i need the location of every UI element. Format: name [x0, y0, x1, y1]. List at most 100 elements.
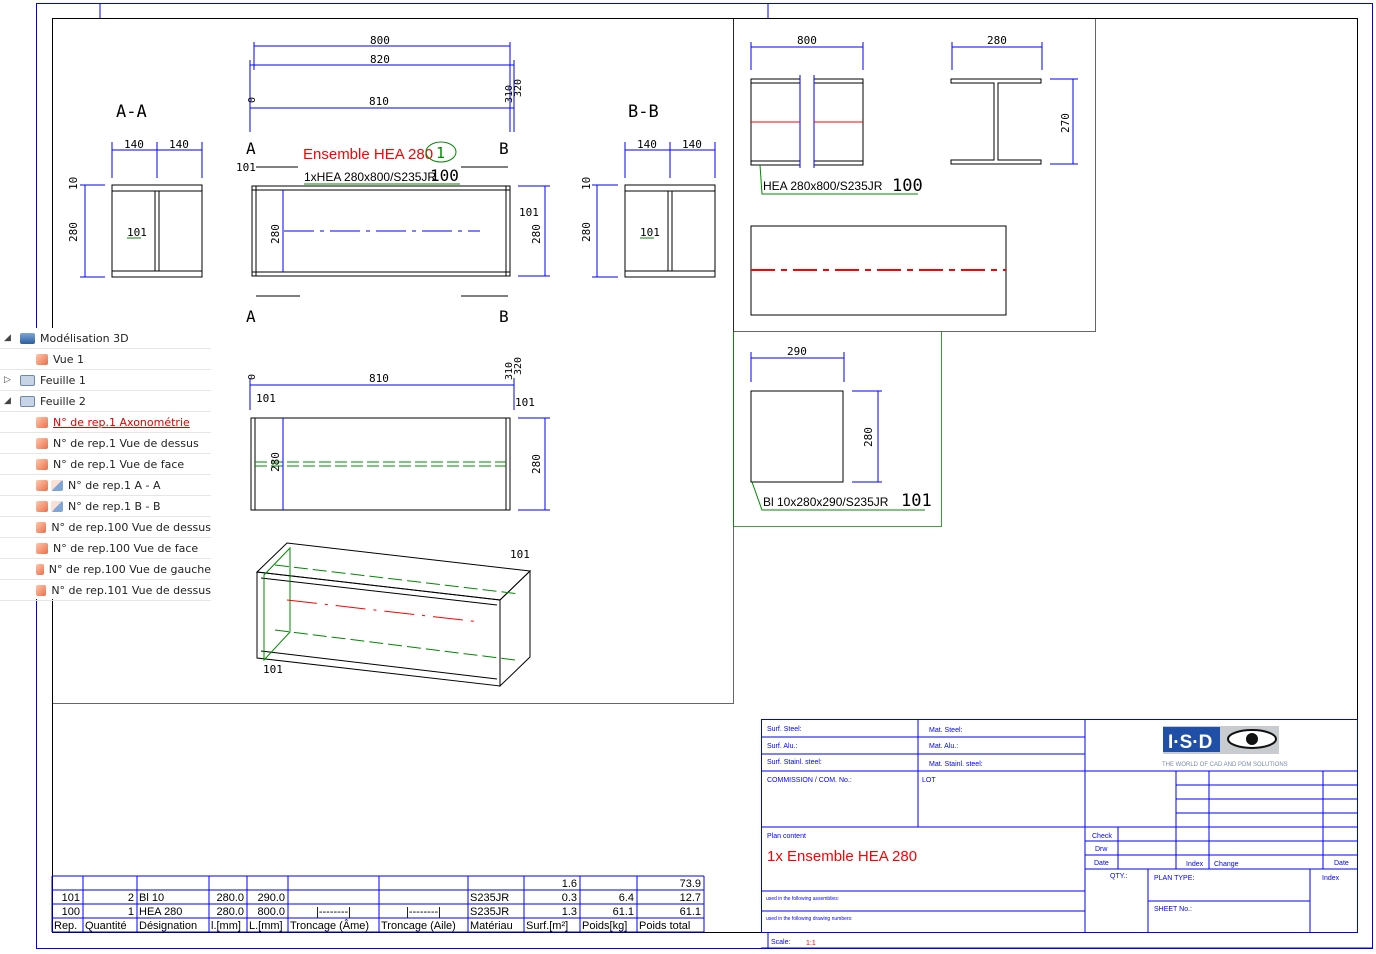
table-cell: 1.6 [562, 878, 577, 890]
tree-item-label: Feuille 2 [40, 394, 86, 408]
field-label: Surf. Stainl. steel: [767, 759, 822, 766]
tree-item-label: Vue 1 [53, 352, 85, 366]
dimension-label: 320 [513, 79, 524, 97]
title-block: Surf. Steel: Mat. Steel: Surf. Alu.: Mat. … [761, 719, 1372, 949]
part-number: 100 [892, 176, 923, 196]
part-number: 101 [127, 226, 147, 239]
table-cell: 73.9 [680, 878, 701, 890]
table-cell: 6.4 [619, 892, 634, 904]
tree-item[interactable]: N° de rep.1 Axonométrie [0, 412, 211, 433]
expand-arrow-icon[interactable]: ▷ [4, 375, 11, 385]
table-header-cell: Surf.[m²] [526, 920, 568, 932]
table-cell: 290.0 [257, 892, 285, 904]
field-label: used in the following drawing numbers: [766, 916, 852, 922]
dimension-label: 280 [580, 222, 593, 242]
field-label: Index [1322, 875, 1340, 882]
part-label: Bl 10x280x290/S235JR [763, 495, 889, 509]
view-icon [36, 479, 48, 491]
tree-item[interactable]: N° de rep.100 Vue de dessus [0, 517, 211, 538]
tree-item[interactable]: N° de rep.101 Vue de dessus [0, 580, 211, 601]
view-area-part-101 [733, 331, 942, 527]
section-label: B-B [628, 102, 659, 122]
dimension-label: 310 [504, 362, 515, 380]
field-label: Mat. Stainl. steel: [929, 761, 983, 768]
section-marker: A [246, 307, 256, 326]
tree-item[interactable]: ◢ Feuille 2 [0, 391, 211, 412]
scale-value: 1:1 [806, 940, 816, 947]
tree-item-label: Modélisation 3D [40, 331, 129, 345]
dimension-label: 800 [797, 34, 817, 47]
table-cell: HEA 280 [139, 906, 182, 918]
dimension-label: 0 [247, 97, 258, 103]
view-icon [36, 521, 47, 533]
dimension-label: 820 [370, 53, 390, 66]
sec-icon [51, 500, 63, 512]
tree-item[interactable]: ◢ Modélisation 3D [0, 328, 211, 349]
tree-item-label: N° de rep.1 A - A [68, 478, 161, 492]
field-label: Check [1092, 833, 1112, 840]
tree-item-label: N° de rep.100 Vue de gauche [48, 562, 211, 576]
tree-item[interactable]: N° de rep.1 Vue de face [0, 454, 211, 475]
view-icon [36, 542, 48, 554]
field-label: QTY.: [1110, 873, 1127, 880]
model-icon [20, 332, 35, 344]
part-label: HEA 280x800/S235JR [763, 179, 883, 193]
tree-item-label: N° de rep.1 Vue de dessus [53, 436, 199, 450]
dimension-label: 140 [124, 138, 144, 151]
table-cell: 0.3 [562, 892, 577, 904]
field-label: Plan content [767, 833, 806, 840]
table-header-cell: Poids total [639, 920, 690, 932]
table-header-cell: Troncage (Âme) [290, 919, 369, 932]
svg-text:THE WORLD OF CAD AND PDM SOLUT: THE WORLD OF CAD AND PDM SOLUTIONS [1162, 762, 1288, 768]
field-label: Scale: [771, 939, 791, 946]
part-number: 101 [256, 392, 276, 405]
dimension-label: 280 [269, 224, 282, 244]
view-icon [36, 500, 48, 512]
dimension-label: 10 [67, 177, 80, 190]
field-label: LOT [922, 777, 936, 784]
assembly-number: 1 [436, 144, 445, 162]
tree-item[interactable]: N° de rep.1 B - B [0, 496, 211, 517]
tree-item[interactable]: N° de rep.1 Vue de dessus [0, 433, 211, 454]
tree-item[interactable]: N° de rep.100 Vue de gauche [0, 559, 211, 580]
part-number: 101 [515, 396, 535, 409]
section-label: A-A [116, 102, 147, 122]
table-header-cell: Poids[kg] [582, 920, 627, 932]
field-label: Surf. Steel: [767, 726, 802, 733]
sheet-icon [20, 395, 35, 407]
part-label: 1xHEA 280x800/S235JR [304, 170, 436, 184]
tree-item[interactable]: Vue 1 [0, 349, 211, 370]
dimension-label: 280 [269, 452, 282, 472]
assembly-title: Ensemble HEA 280 [303, 146, 433, 163]
dimension-label: 800 [370, 34, 390, 47]
view-icon [36, 584, 47, 596]
tree-item[interactable]: N° de rep.1 A - A [0, 475, 211, 496]
tree-item[interactable]: ▷Feuille 1 [0, 370, 211, 391]
plan-content: 1x Ensemble HEA 280 [767, 848, 917, 865]
collapse-arrow-icon[interactable]: ◢ [4, 396, 11, 406]
table-cell: S235JR [470, 906, 509, 918]
view-area-part-100 [733, 18, 1096, 332]
dimension-label: 280 [862, 427, 875, 447]
tree-item-label: N° de rep.100 Vue de face [53, 541, 199, 555]
part-number: 101 [640, 226, 660, 239]
outer-frame [36, 3, 1373, 949]
dimension-label: 320 [513, 357, 524, 375]
table-header-cell: Quantité [85, 920, 127, 932]
table-cell: 12.7 [680, 892, 701, 904]
model-tree: ◢ Modélisation 3D Vue 1 ▷Feuille 1 ◢ Feuille … [0, 328, 211, 601]
collapse-arrow-icon[interactable]: ◢ [4, 333, 11, 343]
dimension-label: 280 [530, 454, 543, 474]
field-label: Mat. Steel: [929, 727, 963, 734]
table-cell: 1.3 [562, 906, 577, 918]
table-cell: 61.1 [680, 906, 701, 918]
field-label: Surf. Alu.: [767, 743, 797, 750]
tree-item[interactable]: N° de rep.100 Vue de face [0, 538, 211, 559]
table-cell: Bl 10 [139, 892, 164, 904]
